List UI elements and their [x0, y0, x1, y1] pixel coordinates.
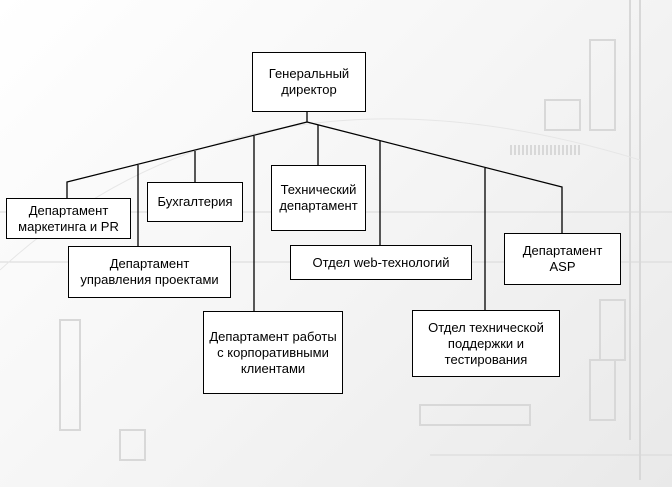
- box-technical-dept: Технический департамент: [271, 165, 366, 231]
- box-accounting: Бухгалтерия: [147, 182, 243, 222]
- box-marketing-pr: Департамент маркетинга и PR: [6, 198, 131, 239]
- box-corporate-clients: Департамент работы с корпоративными клие…: [203, 311, 343, 394]
- box-web-technologies: Отдел web-технологий: [290, 245, 472, 280]
- box-general-director: Генеральный директор: [252, 52, 366, 112]
- box-tech-support-testing: Отдел технической поддержки и тестирован…: [412, 310, 560, 377]
- box-project-management: Департамент управления проектами: [68, 246, 231, 298]
- box-asp: Департамент ASP: [504, 233, 621, 285]
